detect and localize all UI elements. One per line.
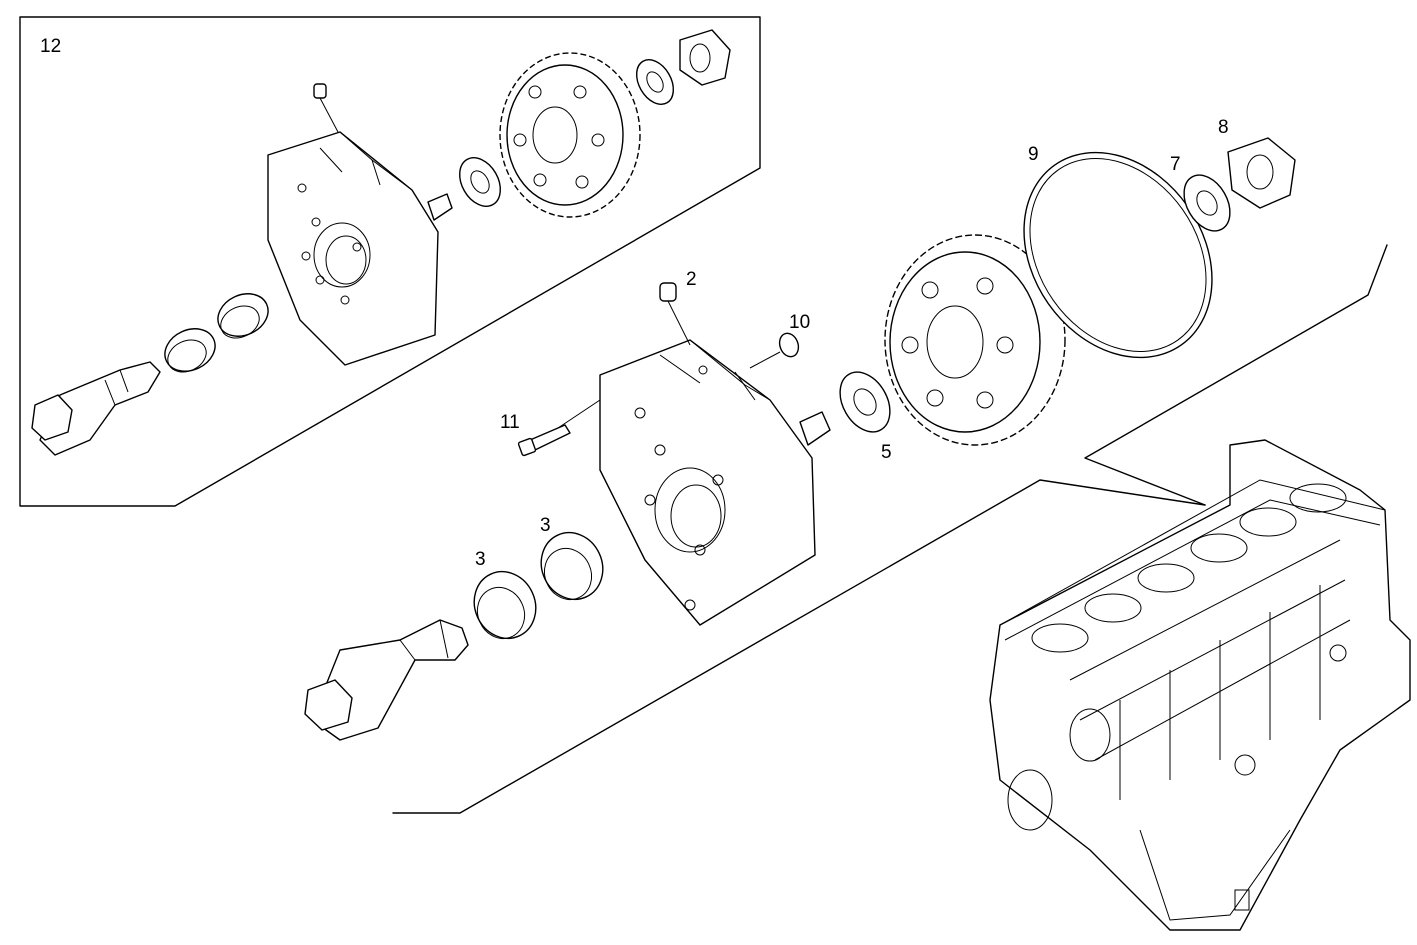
inset-nut [679,29,731,86]
callout-3a: 3 [475,549,486,570]
inset-gear [499,52,641,218]
inset-support-plate [267,131,453,366]
callout-11: 11 [500,412,520,433]
inset-assembly [31,29,731,456]
engine-block [989,439,1411,931]
main-assembly-frame [392,244,1388,814]
inset-frame-12 [19,16,761,507]
inset-bushing-a [164,328,216,373]
main-bolt-11 [517,424,571,457]
callout-8: 8 [1218,117,1229,138]
main-ring-10 [749,332,800,369]
inset-shaft-bolt [31,361,161,456]
main-gear [884,234,1141,446]
main-screw-2 [659,282,691,346]
inset-washer [459,157,501,207]
callout-9: 9 [1028,144,1039,165]
inset-washer-2 [635,59,675,105]
callout-10: 10 [789,312,810,333]
callout-5: 5 [881,442,892,463]
inset-bushing-b [217,293,269,339]
main-support-plate [554,339,831,626]
main-washer-7 [1183,174,1231,232]
callouts: 12 2 10 11 5 3 3 9 7 8 [40,36,1229,570]
main-bushing-3a [473,570,537,640]
callout-2: 2 [686,269,697,290]
callout-12: 12 [40,36,61,57]
inset-screw [313,83,339,133]
main-bushing-3b [540,531,604,601]
main-washer-5 [839,371,891,433]
main-shaft-bolt [304,619,469,741]
callout-3b: 3 [540,515,551,536]
main-assembly [304,137,1296,741]
main-gasket-9 [1023,151,1213,359]
main-nut-8 [1227,137,1296,209]
callout-7: 7 [1170,154,1181,175]
